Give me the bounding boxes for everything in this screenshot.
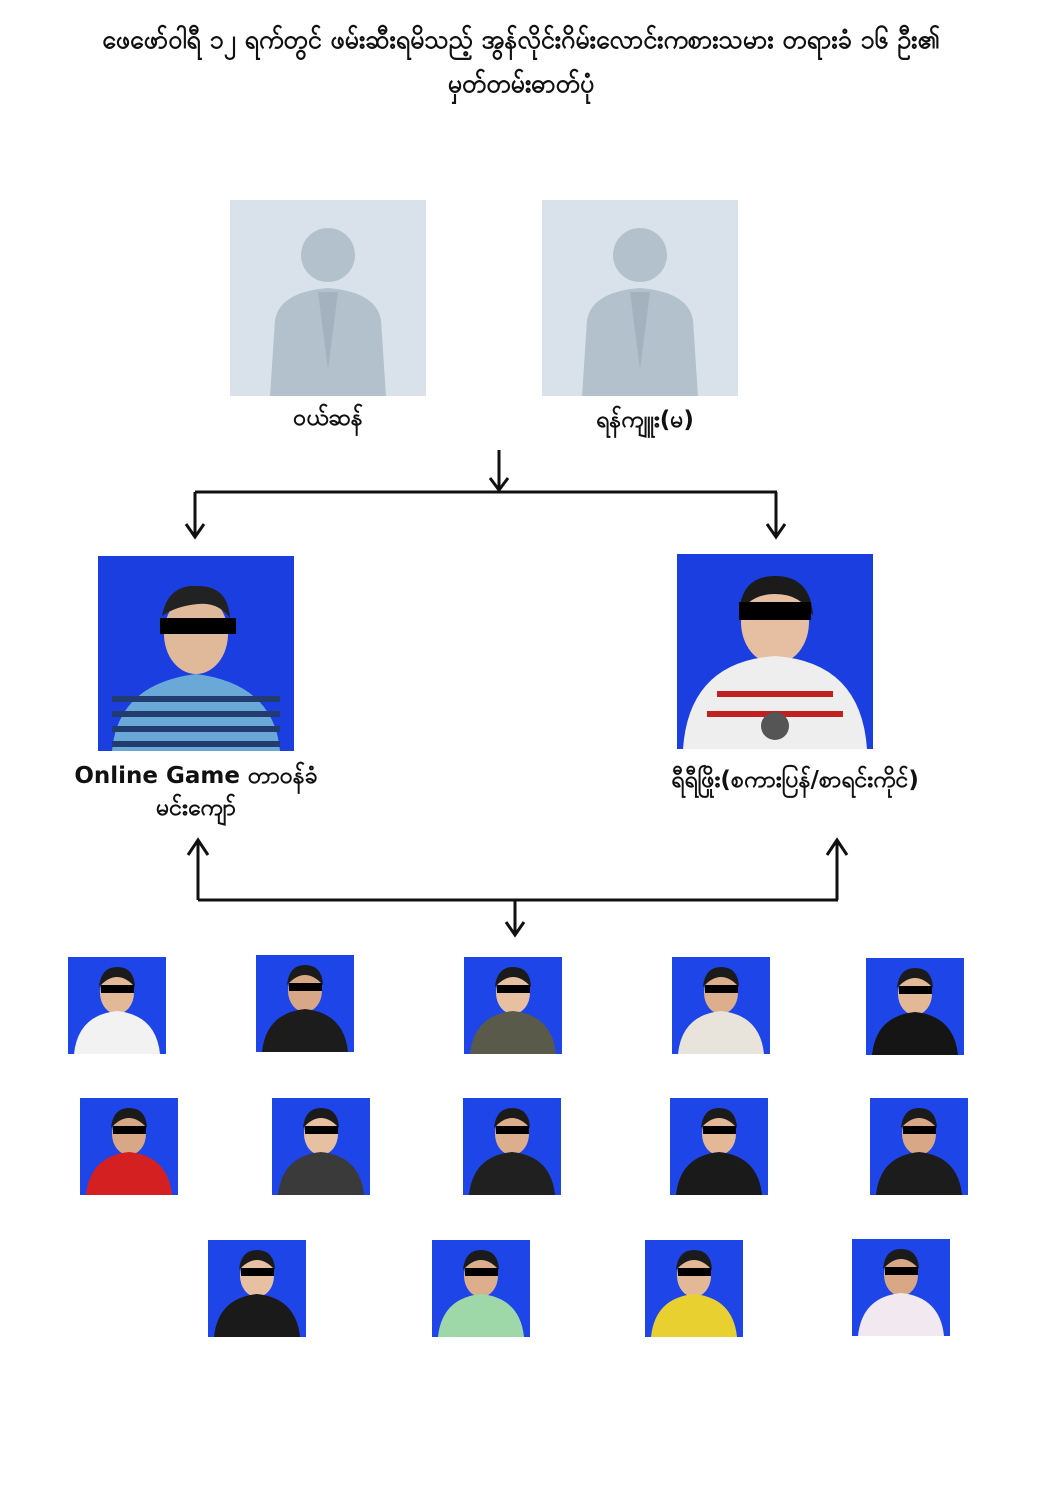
suspect-mugshot xyxy=(672,957,770,1054)
suspect-mugshot xyxy=(645,1240,743,1337)
arrow-down-icon xyxy=(184,523,206,540)
arrow-down-icon xyxy=(504,921,526,938)
suspect-mugshot xyxy=(464,957,562,1054)
person-silhouette-icon xyxy=(270,228,386,396)
suspect-mugshot xyxy=(208,1240,306,1337)
title-line-1: ဖေဖော်ဝါရီ ၁၂ ရက်တွင် ဖမ်းဆီးရမိသည့် အွန… xyxy=(102,25,940,54)
suspect-mugshot xyxy=(256,955,354,1052)
placeholder-photo-2 xyxy=(542,200,738,396)
person-silhouette-icon xyxy=(582,228,698,396)
suspect-name-yee-yee-phyo: ရီရီဖြိုး(စကားပြန်/စာရင်းကိုင်) xyxy=(620,764,970,796)
suspect-photo-min-kyaw xyxy=(98,556,294,751)
suspect-name-label: မင်းကျော် xyxy=(156,795,236,821)
suspect-mugshot xyxy=(852,1239,950,1336)
page-title: ဖေဖော်ဝါရီ ၁၂ ရက်တွင် ဖမ်းဆီးရမိသည့် အွန… xyxy=(20,18,1022,106)
suspect-mugshot xyxy=(870,1098,968,1195)
person-name-top-2: ရန်ကျူး(မ) xyxy=(596,407,694,433)
placeholder-photo-1 xyxy=(230,200,426,396)
suspect-mugshot xyxy=(670,1098,768,1195)
suspect-photo-yee-yee-phyo xyxy=(677,554,873,749)
suspect-role-label: Online Game တာဝန်ခံ xyxy=(74,763,318,789)
title-line-2: မှတ်တမ်းဓာတ်ပုံ xyxy=(447,69,595,98)
suspect-mugshot xyxy=(272,1098,370,1195)
suspect-name-label: ရီရီဖြိုး(စကားပြန်/စာရင်းကိုင်) xyxy=(671,767,919,793)
arrow-up-icon xyxy=(825,837,849,856)
suspect-mugshot xyxy=(68,957,166,1054)
suspect-mugshot xyxy=(463,1098,561,1195)
arrow-down-icon xyxy=(765,523,787,540)
arrow-down-icon xyxy=(488,477,510,493)
suspect-mugshot xyxy=(432,1240,530,1337)
suspect-name-min-kyaw: Online Game တာဝန်ခံ မင်းကျော် xyxy=(55,760,337,824)
suspect-mugshot xyxy=(80,1098,178,1195)
suspect-mugshot xyxy=(866,958,964,1055)
arrow-up-icon xyxy=(186,837,210,856)
person-name-top-1: ဝယ်ဆန် xyxy=(293,405,363,431)
